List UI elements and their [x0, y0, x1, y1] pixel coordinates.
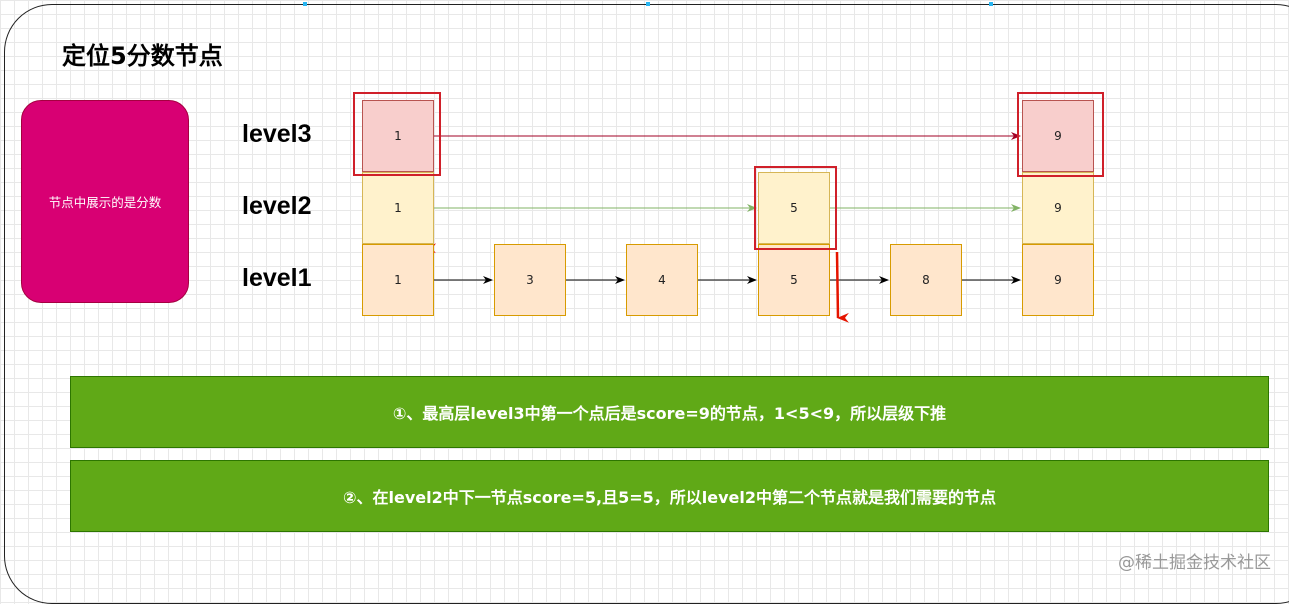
selection-handle — [989, 2, 993, 6]
node-score: 9 — [1054, 129, 1062, 143]
selection-handle — [646, 2, 650, 6]
level2-node[interactable]: 1 — [362, 172, 434, 244]
node-score: 4 — [658, 273, 666, 287]
level2-label: level2 — [242, 192, 312, 220]
level1-node[interactable]: 8 — [890, 244, 962, 316]
legend-note-box[interactable]: 节点中展示的是分数 — [21, 100, 189, 303]
step-note-text: ①、最高层level3中第一个点后是score=9的节点，1<5<9，所以层级下… — [392, 404, 947, 423]
node-score: 8 — [922, 273, 930, 287]
step-note-text: ②、在level2中下一节点score=5,且5=5，所以level2中第二个节… — [342, 488, 997, 507]
legend-note-text: 节点中展示的是分数 — [48, 195, 162, 210]
level1-node[interactable]: 5 — [758, 244, 830, 316]
level1-node[interactable]: 3 — [494, 244, 566, 316]
node-score: 9 — [1054, 273, 1062, 287]
node-score: 3 — [526, 273, 534, 287]
level2-node[interactable]: 9 — [1022, 172, 1094, 244]
level1-node[interactable]: 9 — [1022, 244, 1094, 316]
node-score: 1 — [394, 201, 402, 215]
level1-node[interactable]: 1 — [362, 244, 434, 316]
level2-node[interactable]: 5 — [758, 172, 830, 244]
selection-handle — [303, 2, 307, 6]
level1-label: level1 — [242, 264, 312, 292]
level3-node[interactable]: 9 — [1022, 100, 1094, 172]
step-note-1[interactable]: ①、最高层level3中第一个点后是score=9的节点，1<5<9，所以层级下… — [70, 376, 1269, 448]
descend-arrow — [835, 251, 850, 323]
watermark: @稀土掘金技术社区 — [1118, 553, 1271, 573]
node-score: 9 — [1054, 201, 1062, 215]
diagram-title: 定位5分数节点 — [62, 42, 223, 70]
step-note-2[interactable]: ②、在level2中下一节点score=5,且5=5，所以level2中第二个节… — [70, 460, 1269, 532]
node-score: 5 — [790, 273, 798, 287]
node-score: 1 — [394, 273, 402, 287]
node-score: 1 — [394, 129, 402, 143]
level3-node[interactable]: 1 — [362, 100, 434, 172]
node-score: 5 — [790, 201, 798, 215]
level3-label: level3 — [242, 120, 312, 148]
level1-node[interactable]: 4 — [626, 244, 698, 316]
